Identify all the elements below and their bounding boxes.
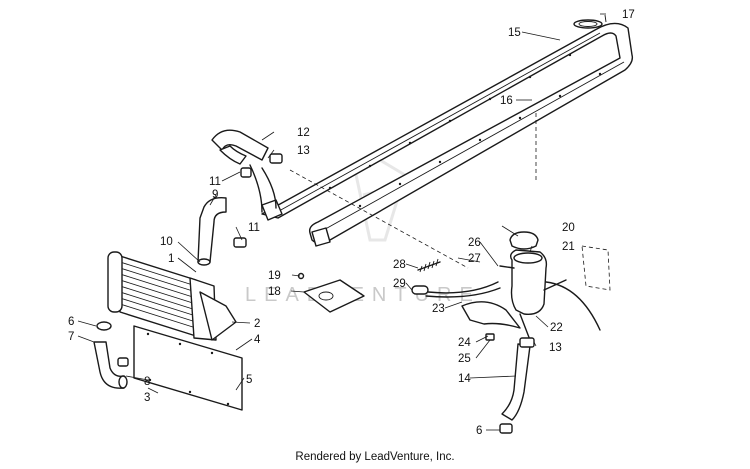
callout-9: 9 (212, 189, 218, 201)
callout-1: 1 (168, 253, 174, 265)
radiator-hose (197, 197, 247, 266)
callout-16: 16 (500, 95, 513, 107)
leader-lines (77, 13, 606, 431)
coolant-reservoir (499, 231, 611, 341)
callout-14: 14 (458, 373, 471, 385)
hose-clamp-upper (240, 153, 283, 178)
callout-13-lower: 13 (549, 342, 562, 354)
radiator-shroud (133, 325, 243, 411)
radiator-core (96, 251, 237, 341)
callout-6-right: 6 (476, 425, 482, 437)
callout-28: 28 (393, 259, 406, 271)
callout-13-upper: 13 (297, 145, 310, 157)
callout-19: 19 (268, 270, 281, 282)
callout-11-lower: 11 (248, 222, 260, 234)
callout-22: 22 (550, 322, 563, 334)
callout-5: 5 (246, 374, 252, 386)
mounting-plate (297, 272, 365, 313)
callout-6-left: 6 (68, 316, 74, 328)
reservoir-bracket (461, 301, 521, 341)
callout-12: 12 (297, 127, 310, 139)
lower-hose-right (499, 337, 535, 434)
callout-labels: 1 2 3 4 5 6 6 7 8 9 10 11 11 12 13 13 14… (68, 9, 635, 437)
overflow-hose (425, 281, 501, 298)
lower-hose-left (93, 341, 128, 389)
callout-7: 7 (68, 331, 74, 343)
upper-coolant-hose (211, 129, 277, 213)
callout-2: 2 (254, 318, 260, 330)
callout-21: 21 (562, 241, 575, 253)
callout-20: 20 (562, 222, 575, 234)
callout-10: 10 (160, 236, 173, 248)
render-credit: Rendered by LeadVenture, Inc. (295, 451, 455, 463)
callout-29: 29 (393, 278, 406, 290)
callout-18: 18 (268, 286, 281, 298)
callout-4: 4 (254, 334, 261, 346)
callout-3: 3 (144, 392, 150, 404)
callout-8: 8 (144, 376, 150, 388)
callout-15: 15 (508, 27, 521, 39)
heat-exchanger-rail (261, 14, 634, 247)
callout-17: 17 (622, 9, 635, 21)
callout-25: 25 (458, 353, 471, 365)
callout-11-upper: 11 (209, 176, 221, 188)
clamp-8 (117, 357, 129, 367)
spring-hose (411, 258, 441, 295)
callout-23: 23 (432, 303, 445, 315)
callout-24: 24 (458, 337, 471, 349)
callout-26: 26 (468, 237, 481, 249)
callout-27: 27 (468, 253, 481, 265)
